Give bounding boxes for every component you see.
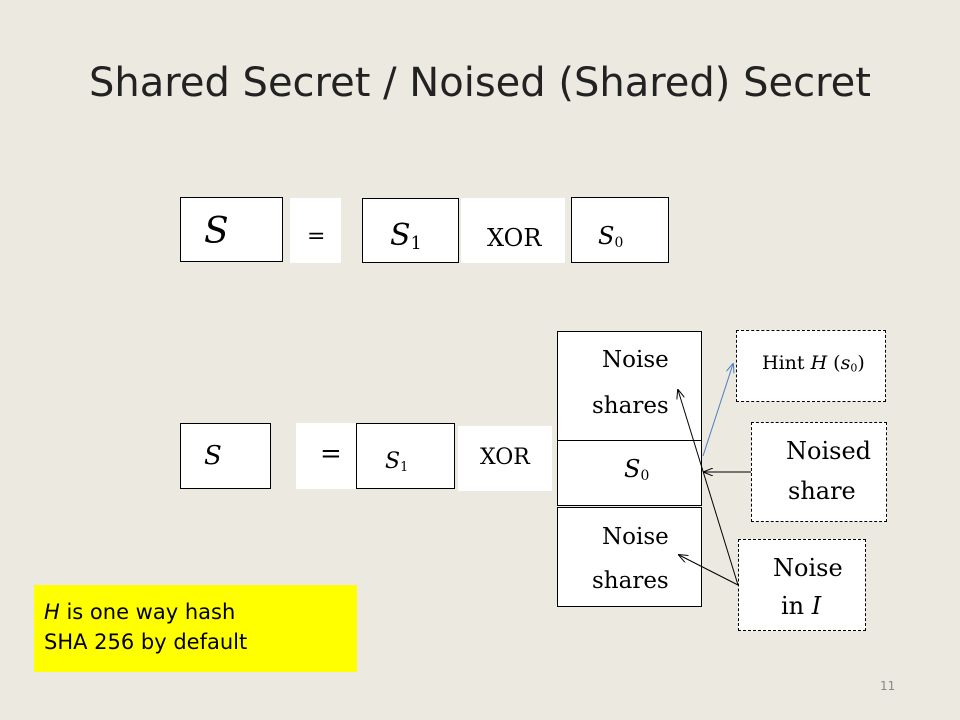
share-s0-label: S0	[598, 222, 624, 252]
equals-box-2: =	[296, 423, 356, 489]
noise-to-bottom-shares-arrow	[679, 555, 739, 586]
noise-shares-top-line2: shares	[592, 393, 669, 419]
noise-to-top-shares-arrow	[678, 390, 739, 586]
slide-title: Shared Secret / Noised (Shared) Secret	[89, 60, 871, 106]
secret-box: S	[180, 197, 283, 262]
noise-shares-top-box: Noise shares	[557, 331, 702, 441]
share-s1-label: S1	[390, 218, 422, 254]
hash-note-line1: H is one way hash	[44, 600, 236, 624]
hint-box: Hint H (s0)	[736, 330, 886, 402]
noise-in-i-line2: in I	[781, 592, 822, 620]
xor-label-2: XOR	[480, 445, 530, 470]
xor-box: XOR	[461, 198, 565, 263]
share-s1-label-2: S1	[385, 449, 409, 475]
hint-arrow	[702, 364, 733, 457]
noise-in-i-line1: Noise	[773, 554, 843, 582]
page-number: 11	[880, 679, 896, 693]
noised-share-line1: Noised	[786, 437, 872, 465]
noise-shares-bottom-line2: shares	[592, 568, 669, 594]
secret-label-2: S	[204, 441, 222, 471]
equals-sign: =	[307, 224, 326, 249]
hint-label: Hint H (s0)	[762, 352, 865, 375]
hash-note-line2: SHA 256 by default	[44, 630, 248, 654]
share-s0-label-2: S0	[624, 455, 650, 485]
noise-in-i-box: Noise in I	[738, 539, 866, 631]
hash-note: H is one way hash SHA 256 by default	[34, 585, 357, 672]
noised-share-line2: share	[788, 477, 856, 505]
xor-label: XOR	[487, 224, 542, 252]
xor-box-2: XOR	[458, 426, 552, 491]
equals-box: =	[290, 198, 341, 263]
equals-sign-2: =	[320, 439, 342, 469]
share-s1-box: S1	[362, 198, 459, 263]
share-s0-box: S0	[571, 197, 669, 263]
secret-label: S	[204, 211, 229, 252]
noise-shares-top-line1: Noise	[602, 347, 669, 373]
secret-box-2: S	[180, 423, 271, 489]
share-s1-box-2: S1	[356, 423, 455, 489]
share-s0-box-2: S0	[557, 440, 702, 506]
noise-shares-bottom-line1: Noise	[602, 524, 669, 550]
noised-share-box: Noised share	[751, 422, 887, 522]
